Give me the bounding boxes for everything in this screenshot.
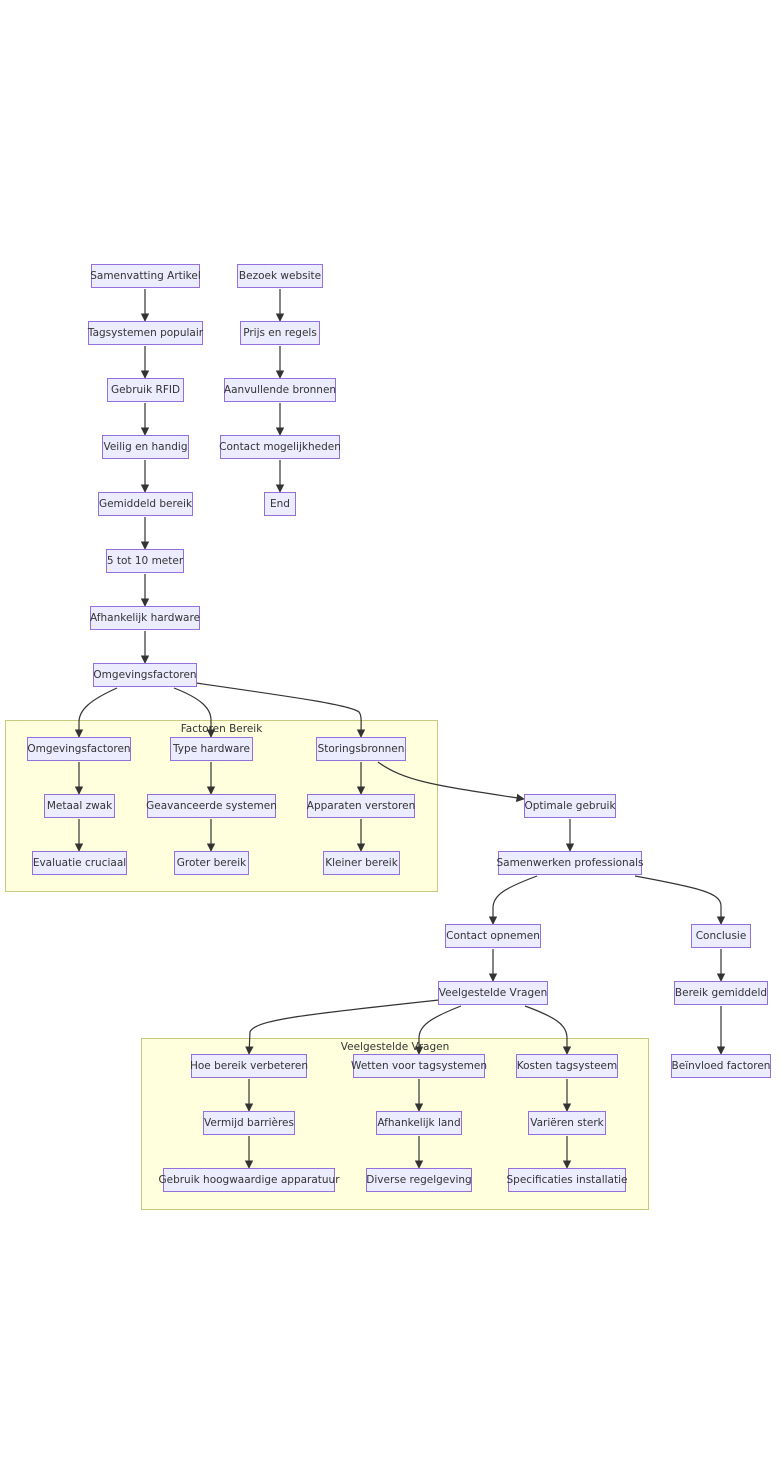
- node-afhankelijk-land: Afhankelijk land: [376, 1111, 462, 1135]
- node-evaluatie-cruciaal: Evaluatie cruciaal: [32, 851, 127, 875]
- node-omgevingsfactoren: Omgevingsfactoren: [93, 663, 197, 687]
- node-hoe-bereik-verbeteren: Hoe bereik verbeteren: [190, 1054, 308, 1078]
- cluster-title-factoren-bereik: Factoren Bereik: [180, 723, 263, 735]
- node-prijs-en-regels: Prijs en regels: [240, 321, 320, 345]
- node-specificaties-installatie: Specificaties installatie: [507, 1168, 627, 1192]
- node-omgevingsfactoren-sub: Omgevingsfactoren: [27, 737, 131, 761]
- node-diverse-regelgeving: Diverse regelgeving: [366, 1168, 472, 1192]
- edge-samenwerken-conclusie: [634, 875, 726, 925]
- node-aanvullende-bronnen: Aanvullende bronnen: [224, 378, 336, 402]
- node-vermijd-barrieres: Vermijd barrières: [203, 1111, 295, 1135]
- node-bezoek-website: Bezoek website: [237, 264, 323, 288]
- node-kleiner-bereik: Kleiner bereik: [323, 851, 400, 875]
- node-type-hardware: Type hardware: [170, 737, 253, 761]
- node-samenvatting-artikel: Samenvatting Artikel: [90, 264, 201, 288]
- node-afhankelijk-hardware: Afhankelijk hardware: [90, 606, 200, 630]
- node-apparaten-verstoren: Apparaten verstoren: [307, 794, 415, 818]
- node-beinvloed-factoren: Beïnvloed factoren: [671, 1054, 771, 1078]
- node-gebruik-rfid: Gebruik RFID: [107, 378, 184, 402]
- node-tagsystemen-populair: Tagsystemen populair: [88, 321, 203, 345]
- node-geavanceerde-systemen: Geavanceerde systemen: [146, 794, 277, 818]
- node-5-tot-10-meter: 5 tot 10 meter: [106, 549, 184, 573]
- node-kosten-tagsysteem: Kosten tagsysteem: [516, 1054, 618, 1078]
- cluster-title-veelgestelde-vragen: Veelgestelde Vragen: [340, 1041, 450, 1053]
- node-gemiddeld-bereik: Gemiddeld bereik: [98, 492, 193, 516]
- node-optimale-gebruik: Optimale gebruik: [524, 794, 616, 818]
- node-samenwerken-professionals: Samenwerken professionals: [496, 851, 644, 875]
- node-contact-opnemen: Contact opnemen: [445, 924, 541, 948]
- node-contact-mogelijkheden: Contact mogelijkheden: [219, 435, 341, 459]
- node-groter-bereik: Groter bereik: [174, 851, 249, 875]
- node-gebruik-hoogwaardige-apparatuur: Gebruik hoogwaardige apparatuur: [158, 1168, 340, 1192]
- node-storingsbronnen: Storingsbronnen: [316, 737, 406, 761]
- node-bereik-gemiddeld: Bereik gemiddeld: [674, 981, 768, 1005]
- node-conclusie: Conclusie: [691, 924, 751, 948]
- edge-samenwerken-contact: [488, 875, 538, 925]
- node-veelgestelde-vragen: Veelgestelde Vragen: [438, 981, 548, 1005]
- node-end: End: [264, 492, 296, 516]
- node-varieren-sterk: Variëren sterk: [528, 1111, 606, 1135]
- node-wetten-voor-tagsystemen: Wetten voor tagsystemen: [351, 1054, 487, 1078]
- node-metaal-zwak: Metaal zwak: [44, 794, 115, 818]
- node-veilig-en-handig: Veilig en handig: [102, 435, 189, 459]
